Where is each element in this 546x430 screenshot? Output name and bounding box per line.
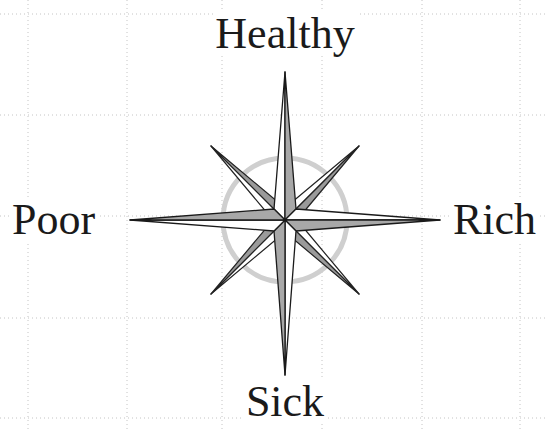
direction-label: Sick <box>244 380 326 424</box>
direction-label: Poor <box>10 198 97 242</box>
direction-label: Healthy <box>213 12 356 56</box>
cardinal-points <box>130 72 440 375</box>
direction-label: Rich <box>451 198 538 242</box>
